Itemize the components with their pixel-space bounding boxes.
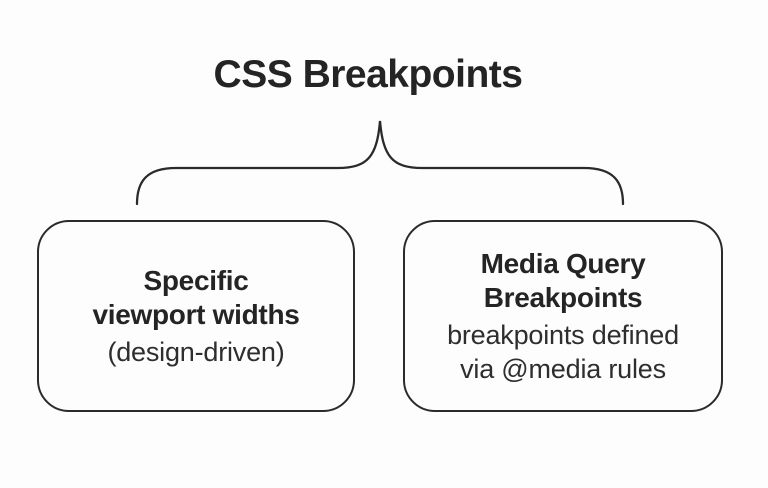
brace-path (135, 120, 625, 206)
node-media-query-breakpoints: Media Query Breakpoints breakpoints defi… (403, 220, 723, 412)
node-description: (design-driven) (107, 336, 285, 367)
node-description: breakpoints defined via @media rules (447, 319, 679, 384)
node-heading: Media Query Breakpoints (480, 247, 646, 313)
node-heading: Specific viewport widths (92, 264, 300, 330)
diagram-title: CSS Breakpoints (213, 53, 523, 96)
node-specific-viewport-widths: Specific viewport widths (design-driven) (37, 220, 355, 412)
